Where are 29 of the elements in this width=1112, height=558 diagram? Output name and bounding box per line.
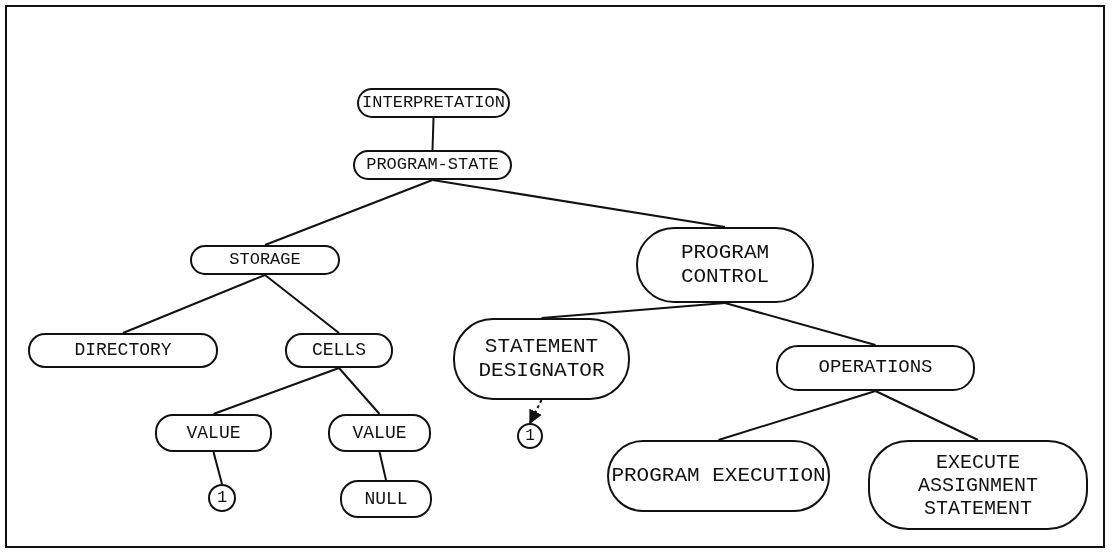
process-box: NULL: [340, 480, 432, 518]
connector-line: [717, 390, 877, 441]
connector-line: [724, 302, 877, 346]
process-box: STORAGE: [190, 245, 340, 275]
connector-line: [540, 302, 726, 319]
process-box: DIRECTORY: [28, 333, 218, 368]
connector-line: [212, 451, 223, 485]
connector-line: [874, 390, 979, 441]
connector-line: [264, 274, 340, 334]
process-box: EXECUTE ASSIGNMENT STATEMENT: [868, 440, 1088, 530]
connector-line: [431, 117, 435, 151]
process-box: OPERATIONS: [776, 345, 975, 391]
connector-circle: 1: [208, 484, 236, 512]
process-box: INTERPRETATION: [357, 88, 510, 118]
connector-line: [122, 274, 266, 334]
process-box: PROGRAM-STATE: [353, 150, 512, 180]
process-box: PROGRAM EXECUTION: [607, 440, 830, 512]
process-box: VALUE: [155, 414, 272, 452]
connector-line: [378, 451, 387, 481]
process-box: VALUE: [328, 414, 431, 452]
connector-line: [264, 179, 434, 246]
connector-line: [431, 179, 726, 228]
connector-line: [212, 367, 340, 415]
process-box: CELLS: [285, 333, 393, 368]
process-box: PROGRAM CONTROL: [636, 227, 814, 303]
arrow: [529, 399, 543, 425]
connector-circle: 1: [517, 423, 543, 449]
process-box: STATEMENT DESIGNATOR: [453, 318, 630, 400]
connector-line: [338, 367, 381, 415]
